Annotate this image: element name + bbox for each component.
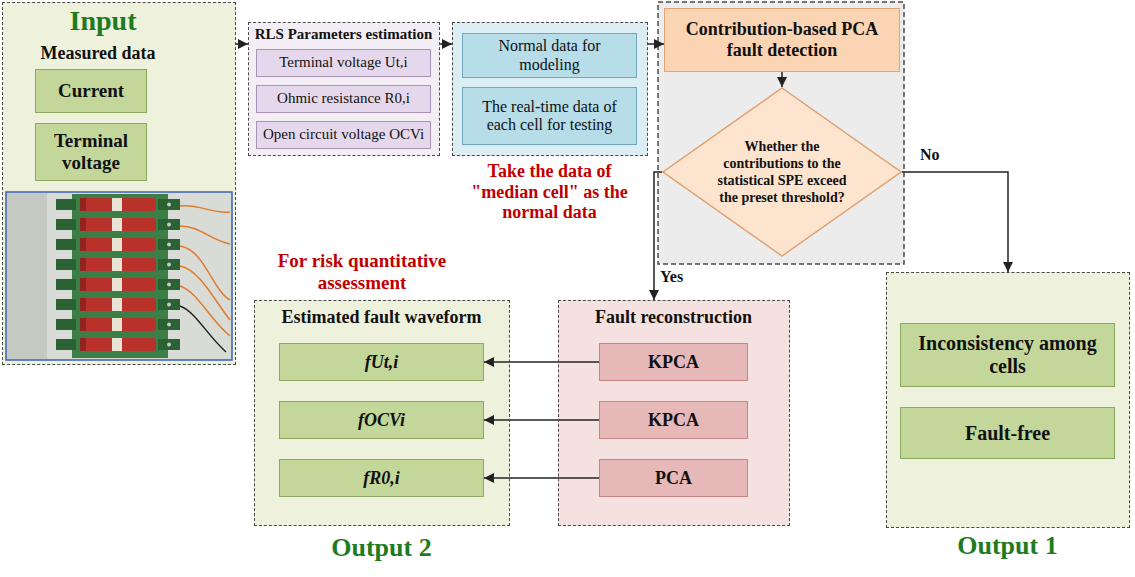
text-slot: RLS Parameters estimation xyxy=(249,26,438,43)
battery-cell xyxy=(56,278,180,291)
sense-wire xyxy=(180,246,230,300)
waveform-box: fUt,i xyxy=(279,343,484,381)
box-label: Terminal voltage xyxy=(36,130,146,174)
sense-wire xyxy=(180,226,230,244)
input-panel: InputMeasured dataCurrentTerminal voltag… xyxy=(2,2,236,365)
text-slot: Input xyxy=(3,5,203,37)
detection-panel xyxy=(658,2,904,264)
panel-title: Estimated fault waveform xyxy=(255,307,508,328)
panel-heading: Output 2 xyxy=(255,533,508,563)
battery-cell xyxy=(56,318,180,331)
text-slot: Output 1 xyxy=(887,531,1128,561)
panel-fill xyxy=(2,2,236,365)
battery-cell xyxy=(56,258,180,271)
panel-title: Input xyxy=(3,5,203,37)
data-box: Normal data for modeling xyxy=(462,33,637,78)
panel-title: RLS Parameters estimation xyxy=(249,26,438,43)
panel-title: Output 1 xyxy=(887,531,1128,561)
text-slot: Take the data of "median cell" as the no… xyxy=(453,161,646,223)
panel-fill xyxy=(452,22,648,156)
parameter-box: Open circuit voltage OCVi xyxy=(256,121,431,149)
battery-cell xyxy=(56,238,180,251)
battery-cell xyxy=(56,338,180,351)
box-label: Inconsistency among cells xyxy=(901,332,1114,378)
box-label: Current xyxy=(36,80,146,102)
battery-cell xyxy=(56,298,180,311)
connector-arrow xyxy=(648,43,664,45)
panel-fill xyxy=(886,272,1130,528)
diamond-outline xyxy=(662,87,902,257)
branch-label: No xyxy=(920,146,940,164)
note-slot: For risk quantitative assessment xyxy=(242,250,482,294)
battery-cell xyxy=(56,198,180,211)
photo-wall xyxy=(7,193,47,359)
box-label: The real-time data of each cell for test… xyxy=(463,98,636,135)
connector-arrow xyxy=(781,72,783,87)
connector-arrow xyxy=(236,43,248,45)
waveform-box: fOCVi xyxy=(279,401,484,439)
text-slot: Output 2 xyxy=(255,533,508,563)
process-box: Contribution-based PCA fault detection xyxy=(664,8,900,72)
box-label: fOCVi xyxy=(280,410,483,431)
box-label: fUt,i xyxy=(280,352,483,373)
method-box: PCA xyxy=(599,459,748,497)
parameter-box: Ohmic resistance R0,i xyxy=(256,85,431,113)
output-panel: Output 1Inconsistency among cellsFault-f… xyxy=(886,272,1130,528)
panel-fills xyxy=(2,2,1130,528)
connector-arrow xyxy=(484,419,599,421)
box-label: KPCA xyxy=(600,410,747,431)
text-slot: Measured data xyxy=(3,43,193,64)
box-label: fR0,i xyxy=(280,468,483,489)
measurement-box: Current xyxy=(35,69,147,113)
box-label: Open circuit voltage OCVi xyxy=(257,126,430,143)
measurement-box: Terminal voltage xyxy=(35,123,147,181)
panel-fill xyxy=(254,300,510,526)
waveform-box: fR0,i xyxy=(279,459,484,497)
battery-photo xyxy=(6,192,232,360)
box-label: Fault-free xyxy=(901,422,1114,445)
box-label: Contribution-based PCA fault detection xyxy=(665,19,899,60)
connector-arrow xyxy=(440,43,452,45)
branch-label: Yes xyxy=(660,268,683,286)
decision-diamond: Whether the contributions to the statist… xyxy=(662,87,902,257)
panel-fill xyxy=(558,300,790,526)
result-box: Inconsistency among cells xyxy=(900,323,1115,387)
panel-heading: Measured data xyxy=(3,43,193,64)
label-slot: Yes xyxy=(660,268,683,286)
output-panel: Estimated fault waveformOutput 2fUt,ifOC… xyxy=(254,300,510,526)
box-label: KPCA xyxy=(600,352,747,373)
box-label: Ohmic resistance R0,i xyxy=(257,90,430,107)
method-box: KPCA xyxy=(599,343,748,381)
label-slot: No xyxy=(920,146,940,164)
result-box: Fault-free xyxy=(900,407,1115,459)
connector-arrow xyxy=(902,172,1008,272)
parameter-box: Terminal voltage Ut,i xyxy=(256,49,431,77)
text-slot: Estimated fault waveform xyxy=(255,307,508,328)
text-slot: Fault reconstruction xyxy=(559,307,788,328)
method-box: KPCA xyxy=(599,401,748,439)
sense-wire xyxy=(180,306,226,352)
data-panel: Take the data of "median cell" as the no… xyxy=(452,22,648,156)
connector-arrow xyxy=(484,477,599,479)
panel-fill xyxy=(248,22,440,156)
panel-title: Fault reconstruction xyxy=(559,307,788,328)
data-box: The real-time data of each cell for test… xyxy=(462,87,637,145)
process-panel: Fault reconstructionKPCA KPCA PCA xyxy=(558,300,790,526)
estimation-panel: RLS Parameters estimationTerminal voltag… xyxy=(248,22,440,156)
sense-wire xyxy=(180,206,230,213)
note-text: For risk quantitative assessment xyxy=(242,250,482,294)
connector-arrow xyxy=(484,361,599,363)
diamond-shape xyxy=(663,88,901,256)
panel-title: Take the data of "median cell" as the no… xyxy=(453,161,646,223)
sense-wire xyxy=(180,266,230,320)
box-label: Normal data for modeling xyxy=(463,37,636,74)
decision-text: Whether the contributions to the statist… xyxy=(712,138,852,206)
box-label: Terminal voltage Ut,i xyxy=(257,54,430,71)
photo-frame xyxy=(6,192,232,360)
box-label: PCA xyxy=(600,468,747,489)
battery-cell xyxy=(56,218,180,231)
